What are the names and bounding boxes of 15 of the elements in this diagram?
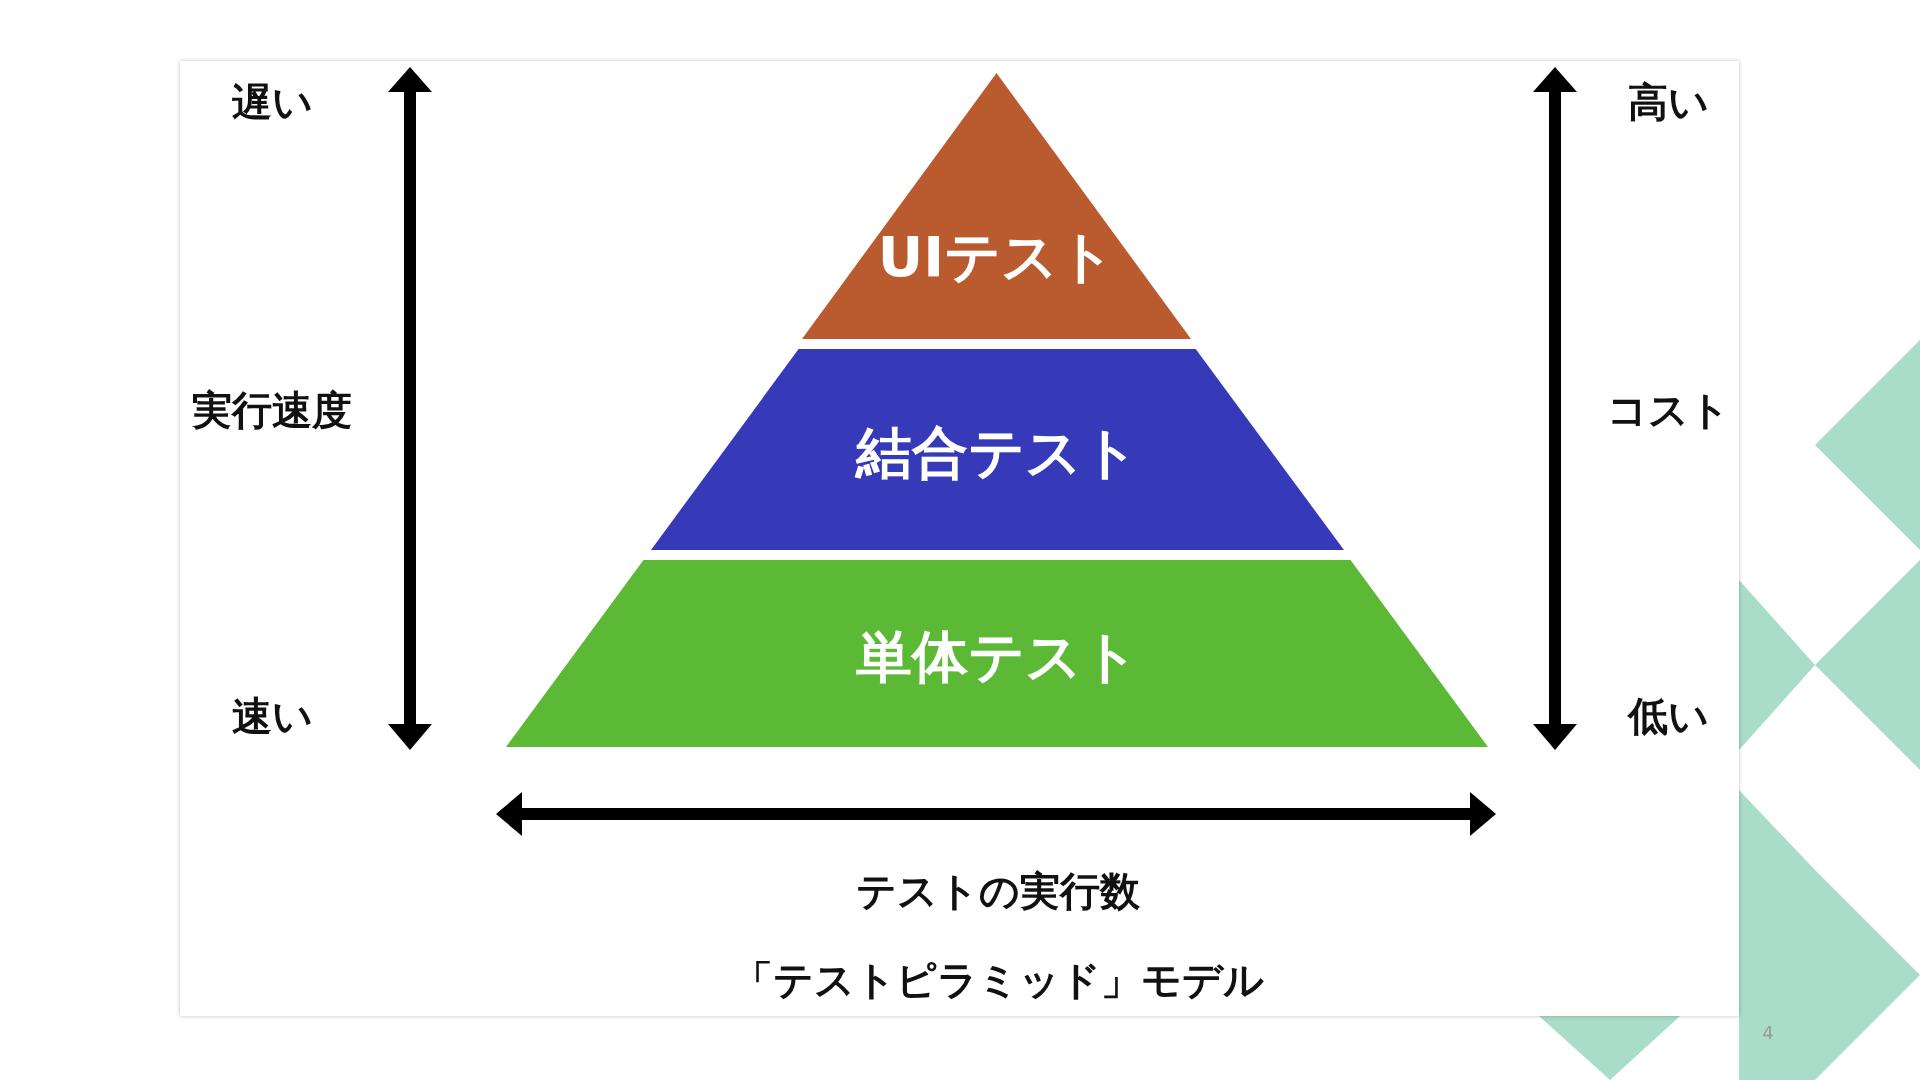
tier-label: UIテスト	[876, 222, 1117, 291]
scale-label: 遅い	[231, 77, 313, 127]
axis-label: テストの実行数	[856, 866, 1140, 916]
scale-label: コスト	[1606, 385, 1730, 435]
pyramid-tier	[651, 349, 1344, 550]
caption: 「テストピラミッド」モデル	[732, 955, 1264, 1005]
scale-label: 速い	[231, 691, 313, 741]
tier-label: 結合テスト	[854, 418, 1140, 487]
scale-label: 低い	[1627, 691, 1709, 741]
scale-label: 実行速度	[192, 385, 352, 435]
pyramid-tier	[506, 560, 1488, 747]
page-number: 4	[1762, 1021, 1774, 1043]
scale-label: 高い	[1627, 77, 1709, 127]
tier-label: 単体テスト	[854, 622, 1140, 691]
pyramid-tier	[802, 73, 1191, 339]
